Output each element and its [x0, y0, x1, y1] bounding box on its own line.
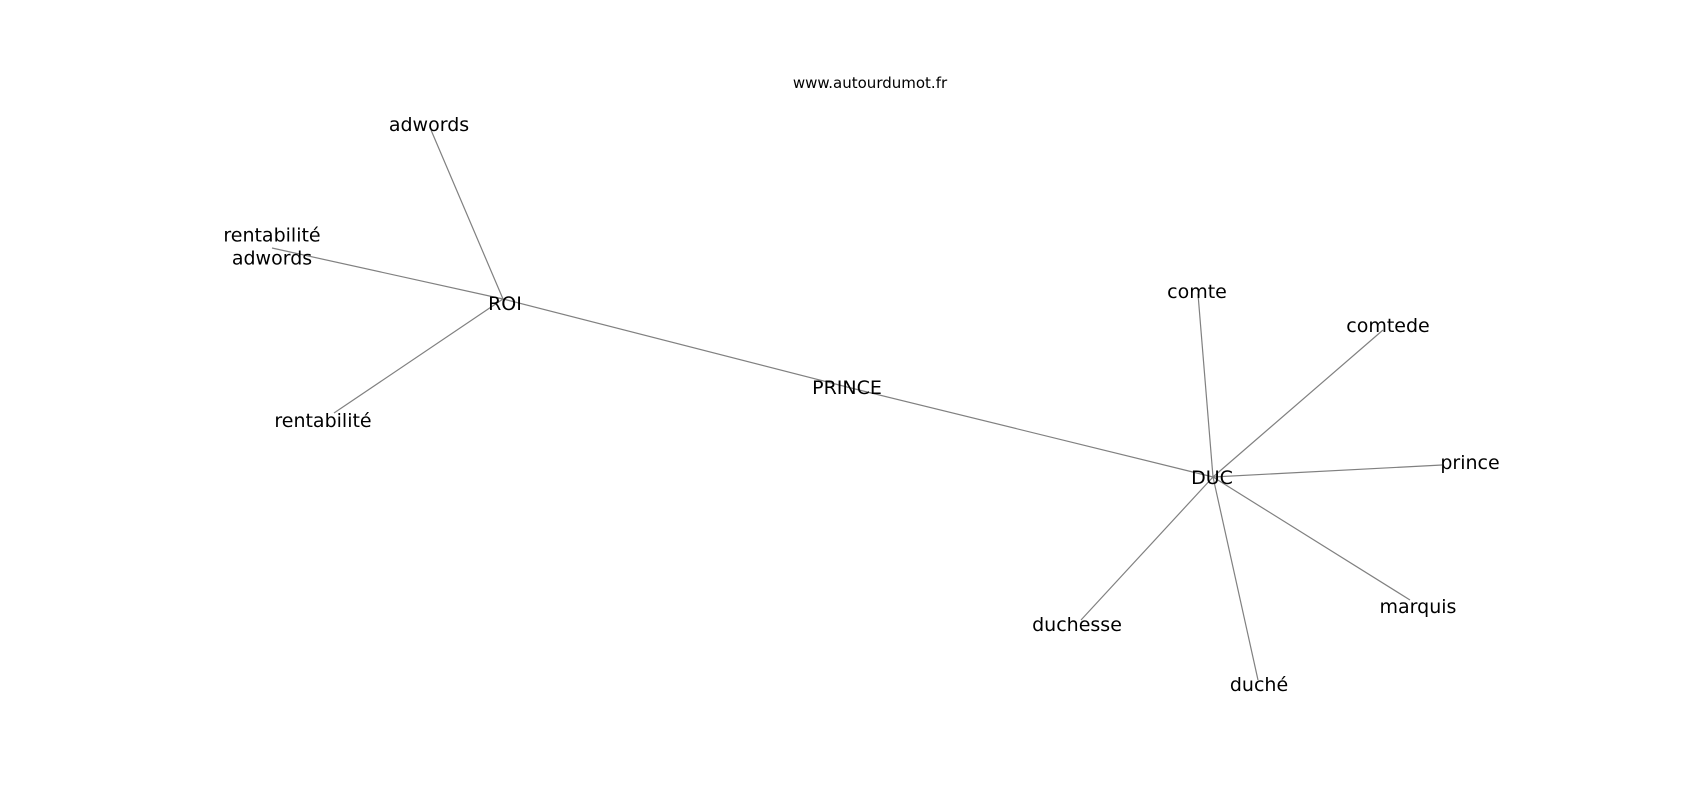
site-watermark: www.autourdumot.fr	[793, 74, 948, 92]
node-comtede: comtede	[1346, 315, 1429, 337]
node-label-line: comte	[1167, 281, 1227, 303]
edge-DUC-prince	[1212, 464, 1443, 478]
node-label-line: ROI	[488, 293, 522, 315]
edge-DUC-comtede	[1212, 329, 1384, 478]
node-label-line: comtede	[1346, 315, 1429, 337]
node-prince: prince	[1440, 452, 1499, 474]
edge-DUC-duchesse	[1080, 476, 1214, 621]
node-label-line: marquis	[1380, 596, 1457, 618]
edge-ROI-adwords	[430, 129, 504, 300]
node-label-line: adwords	[389, 114, 469, 136]
node-label-line: rentabilité	[223, 225, 320, 247]
edge-ROI-rentabilite	[333, 298, 504, 414]
edge-DUC-marquis	[1212, 476, 1411, 601]
node-label-line: PRINCE	[812, 377, 882, 399]
node-duche: duché	[1230, 674, 1288, 696]
node-comte: comte	[1167, 281, 1227, 303]
node-DUC: DUC	[1191, 467, 1233, 489]
edge-PRINCE-DUC	[846, 386, 1214, 478]
node-label-line: rentabilité	[274, 410, 371, 432]
edge-DUC-duche	[1212, 476, 1259, 681]
node-duchesse: duchesse	[1032, 614, 1122, 636]
node-label-line: DUC	[1191, 467, 1233, 489]
node-label-line: adwords	[232, 248, 312, 270]
node-PRINCE: PRINCE	[812, 377, 882, 399]
node-adwords: adwords	[389, 114, 469, 136]
node-label-line: duché	[1230, 674, 1288, 696]
node-label-line: duchesse	[1032, 614, 1122, 636]
graph-edges	[271, 129, 1443, 681]
node-marquis: marquis	[1380, 596, 1457, 618]
node-label-line: prince	[1440, 452, 1499, 474]
edge-ROI-PRINCE	[502, 298, 848, 388]
edge-DUC-comte	[1197, 293, 1214, 478]
node-rentabilite: rentabilité	[274, 410, 371, 432]
node-ROI: ROI	[488, 293, 522, 315]
edge-ROI-rentabilite-adwords	[271, 247, 504, 300]
